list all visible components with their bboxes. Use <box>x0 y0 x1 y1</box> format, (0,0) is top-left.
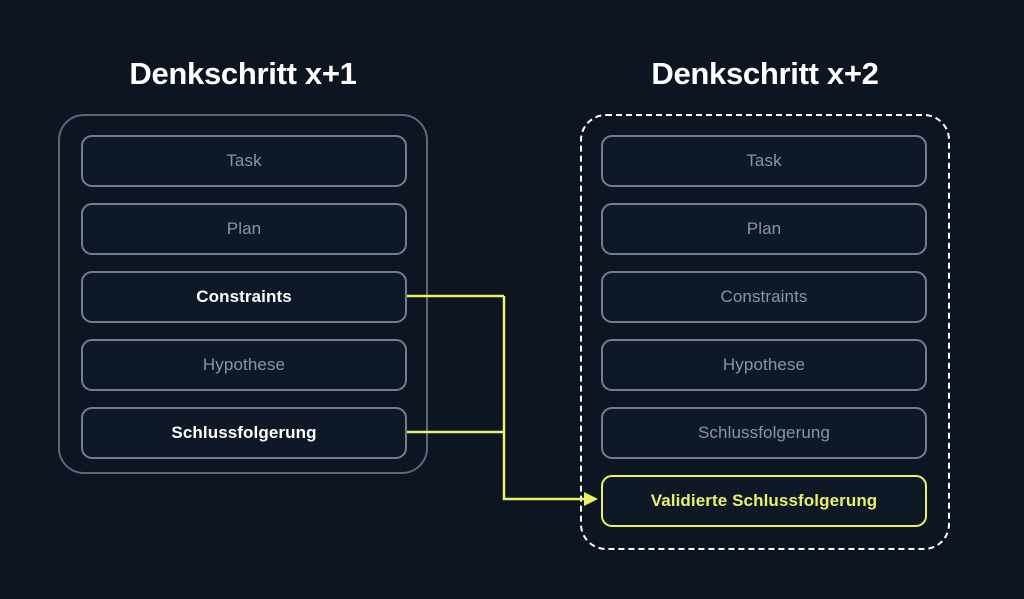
group-container-left <box>58 114 428 474</box>
step-box-plan-right[interactable]: Plan <box>601 203 927 255</box>
step-box-hypothese-right[interactable]: Hypothese <box>601 339 927 391</box>
step-box-hypothese-left[interactable]: Hypothese <box>81 339 407 391</box>
step-box-constraints-left[interactable]: Constraints <box>81 271 407 323</box>
step-box-task-right[interactable]: Task <box>601 135 927 187</box>
column-title-left: Denkschritt x+1 <box>129 56 357 91</box>
step-box-schlussfolgerung-right[interactable]: Schlussfolgerung <box>601 407 927 459</box>
step-box-schlussfolgerung-left[interactable]: Schlussfolgerung <box>81 407 407 459</box>
step-box-validierte-schlussfolgerung[interactable]: Validierte Schlussfolgerung <box>601 475 927 527</box>
column-title-right: Denkschritt x+2 <box>651 56 879 91</box>
step-box-constraints-right[interactable]: Constraints <box>601 271 927 323</box>
step-box-task-left[interactable]: Task <box>81 135 407 187</box>
step-list-right: Task Plan Constraints Hypothese Schlussf… <box>601 135 927 527</box>
step-list-left: Task Plan Constraints Hypothese Schlussf… <box>81 135 407 459</box>
step-box-plan-left[interactable]: Plan <box>81 203 407 255</box>
connector-trunk <box>502 296 590 501</box>
